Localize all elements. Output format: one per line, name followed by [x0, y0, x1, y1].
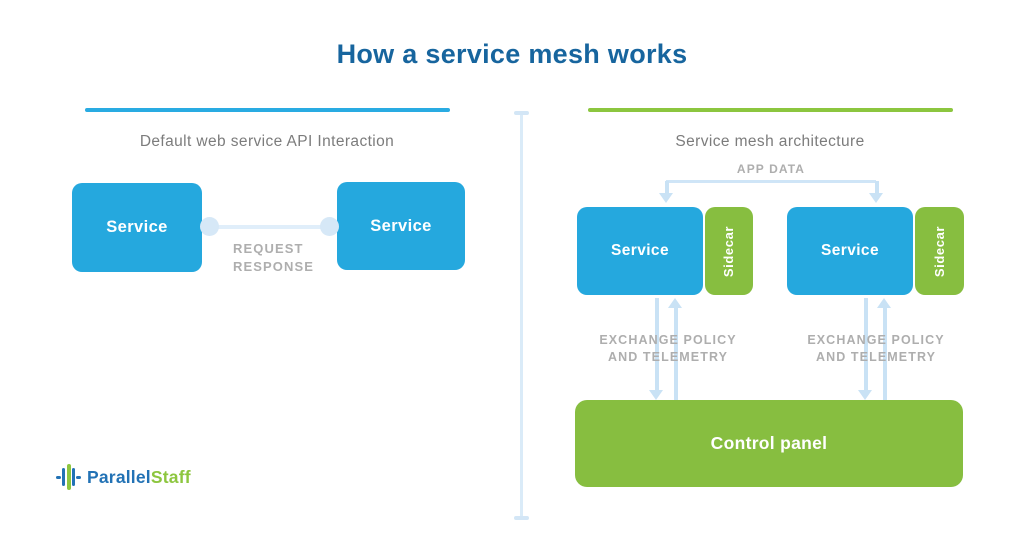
request-label-line: REQUEST [233, 241, 304, 256]
logo-wordmark: ParallelStaff [87, 467, 191, 488]
service-box-label: Service [611, 242, 669, 259]
center-divider-bottom-cap [514, 516, 529, 520]
service-box-right-a: Service [577, 207, 703, 295]
service-link-endpoint-dot [200, 217, 219, 236]
control-panel-box: Control panel [575, 400, 963, 487]
left-section-accent-rule [85, 108, 450, 112]
exchange-policy-label-b: EXCHANGE POLICY AND TELEMETRY [766, 332, 986, 366]
exchange-arrow-down-a [649, 298, 664, 400]
arrow-head [659, 193, 673, 203]
arrow-head [869, 193, 883, 203]
exchange-label-line: AND TELEMETRY [815, 350, 937, 364]
control-panel-label: Control panel [710, 433, 828, 453]
exchange-arrow-down-b [858, 298, 873, 400]
logo-text-secondary: Staff [150, 466, 191, 487]
service-box-label: Service [821, 242, 879, 259]
service-link-endpoint-dot [320, 217, 339, 236]
service-box-left-a: Service [72, 183, 202, 272]
request-response-label: REQUEST RESPONSE [233, 240, 314, 276]
app-data-arrow-down-left [659, 181, 674, 203]
sidecar-box-b: Sidecar [915, 207, 964, 295]
arrow-head [858, 390, 872, 400]
service-box-right-b: Service [787, 207, 913, 295]
arrow-shaft [673, 306, 678, 400]
arrow-shaft [882, 306, 887, 400]
service-box-label: Service [106, 218, 168, 236]
left-section-heading: Default web service API Interaction [139, 133, 395, 150]
parallelstaff-logo: ParallelStaff [56, 462, 191, 492]
arrow-head [649, 390, 663, 400]
logo-text-primary: Parallel [87, 466, 151, 487]
exchange-label-line: EXCHANGE POLICY [599, 333, 737, 347]
app-data-connector-line [666, 180, 876, 183]
parallel-bars-icon [56, 462, 82, 492]
arrow-shaft [863, 298, 868, 392]
right-section-heading: Service mesh architecture [675, 133, 865, 150]
page-title: How a service mesh works [336, 39, 688, 69]
app-data-arrow-down-right [869, 181, 884, 203]
service-box-label: Service [370, 216, 432, 235]
exchange-policy-label-a: EXCHANGE POLICY AND TELEMETRY [558, 332, 778, 366]
app-data-label: APP DATA [736, 162, 806, 176]
arrow-shaft [654, 298, 659, 392]
service-box-left-b: Service [337, 182, 465, 270]
center-divider-top-cap [514, 111, 529, 115]
sidecar-label: Sidecar [932, 225, 947, 277]
response-label-line: RESPONSE [233, 259, 315, 274]
right-section-accent-rule [588, 108, 953, 112]
exchange-label-line: AND TELEMETRY [607, 350, 729, 364]
service-link-line [208, 225, 332, 229]
exchange-arrow-up-b [877, 298, 892, 400]
exchange-label-line: EXCHANGE POLICY [807, 333, 945, 347]
arrow-head [877, 298, 891, 308]
arrow-head [668, 298, 682, 308]
arrow-shaft [874, 181, 879, 195]
exchange-arrow-up-a [668, 298, 683, 400]
arrow-shaft [664, 181, 669, 195]
sidecar-label: Sidecar [721, 225, 737, 277]
sidecar-box-a: Sidecar [705, 207, 753, 295]
center-divider-line [520, 112, 523, 519]
